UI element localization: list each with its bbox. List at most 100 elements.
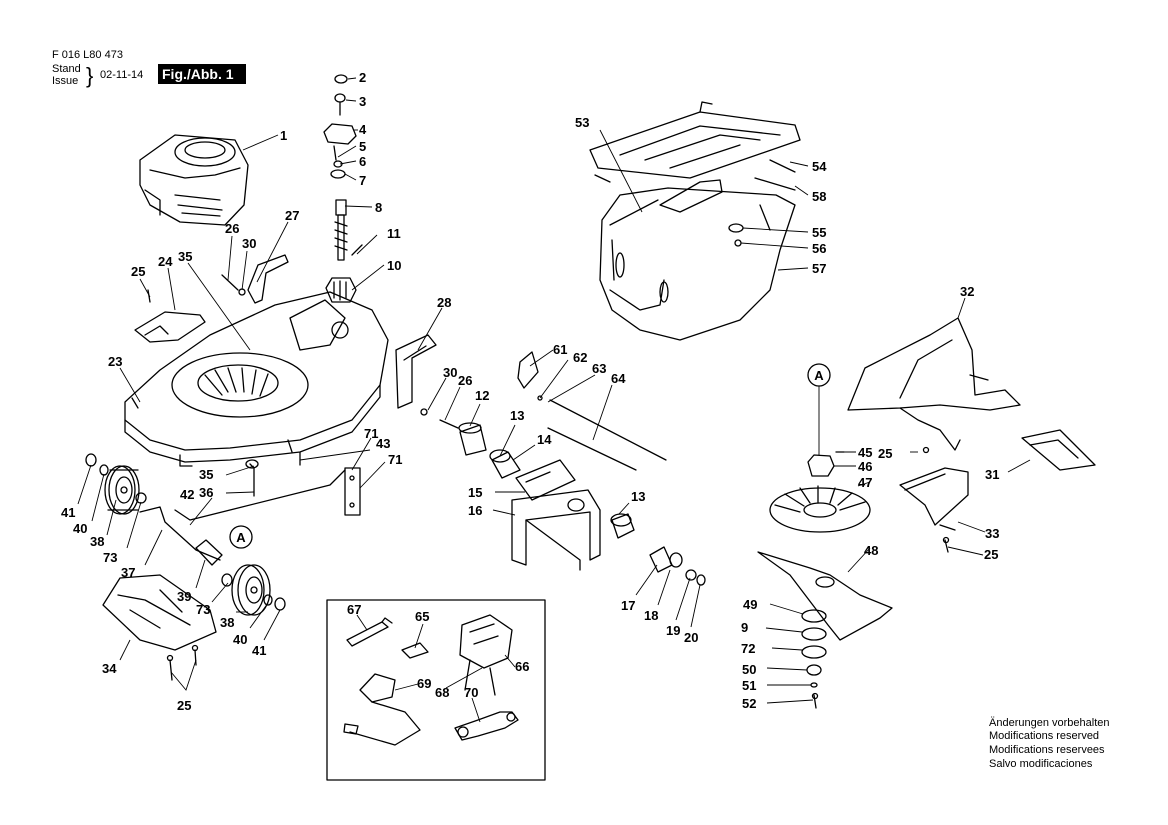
callout-71-bottom: 71: [388, 452, 402, 467]
footer-line-fr: Modifications reservees: [989, 744, 1105, 756]
callout-45: 45: [858, 445, 872, 460]
callout-19: 19: [666, 623, 680, 638]
callout-25-left-top: 25: [131, 264, 145, 279]
mulch-plug-wedge: [1021, 429, 1096, 471]
callout-53: 53: [575, 115, 589, 130]
callout-54: 54: [812, 159, 827, 174]
callout-32: 32: [960, 284, 974, 299]
callout-26-top: 26: [225, 221, 239, 236]
brace-glyph: }: [86, 63, 93, 88]
callout-8: 8: [375, 200, 382, 215]
footer-line-de: Änderungen vorbehalten: [989, 717, 1109, 729]
callout-67: 67: [347, 602, 361, 617]
mower-deck-drawing: [124, 291, 389, 467]
callout-69: 69: [417, 676, 431, 691]
front-wheel-right: [221, 564, 286, 616]
callout-65: 65: [415, 609, 429, 624]
callout-30-mid: 30: [443, 365, 457, 380]
callout-12: 12: [475, 388, 489, 403]
callout-17: 17: [621, 598, 635, 613]
callout-51: 51: [742, 678, 756, 693]
marker-a-left-label: A: [236, 530, 246, 545]
callout-35-top: 35: [178, 249, 192, 264]
callout-48: 48: [864, 543, 878, 558]
callout-64: 64: [611, 371, 626, 386]
axle-rods-and-brackets: [139, 451, 361, 566]
callout-23: 23: [108, 354, 122, 369]
callout-27: 27: [285, 208, 299, 223]
front-skid-plate: [102, 574, 217, 681]
callout-49: 49: [743, 597, 757, 612]
callout-37: 37: [121, 565, 135, 580]
callout-47: 47: [858, 475, 872, 490]
doc-number: F 016 L80 473: [52, 49, 123, 61]
callout-31: 31: [985, 467, 999, 482]
footer-line-en: Modifications reserved: [989, 730, 1099, 742]
callout-58: 58: [812, 189, 826, 204]
callout-26-mid: 26: [458, 373, 472, 388]
callout-18: 18: [644, 608, 658, 623]
callout-73-left: 73: [103, 550, 117, 565]
callout-42: 42: [180, 487, 194, 502]
callout-14: 14: [537, 432, 552, 447]
callout-6: 6: [359, 154, 366, 169]
callout-2: 2: [359, 70, 366, 85]
callout-39: 39: [177, 589, 191, 604]
callout-35-mid: 35: [199, 467, 213, 482]
callout-41-right: 41: [252, 643, 266, 658]
callout-46: 46: [858, 459, 872, 474]
callout-43: 43: [376, 436, 390, 451]
header-block: F 016 L80 473 Stand Issue } 02-11-14 Fig…: [52, 49, 246, 88]
callout-5: 5: [359, 139, 366, 154]
callout-13-top: 13: [510, 408, 524, 423]
rear-axle-bracket: [395, 334, 459, 429]
callout-numbers: 1 2 3 4 5 6 7 8 9 10 11 12 13 13 14 15 1…: [61, 70, 999, 713]
callout-55: 55: [812, 225, 826, 240]
figure-label: Fig./Abb. 1: [162, 66, 234, 82]
callout-40-right: 40: [233, 632, 247, 647]
callout-68: 68: [435, 685, 449, 700]
callout-63: 63: [592, 361, 606, 376]
callout-9: 9: [741, 620, 748, 635]
callout-30-top: 30: [242, 236, 256, 251]
callout-25-right-mid: 25: [878, 446, 892, 461]
rear-axle-assembly: [458, 351, 706, 586]
callout-24: 24: [158, 254, 173, 269]
engine-drawing: [139, 134, 249, 226]
callout-73-right: 73: [196, 602, 210, 617]
callout-34: 34: [102, 661, 117, 676]
callout-10: 10: [387, 258, 401, 273]
callout-25-right-low: 25: [984, 547, 998, 562]
stand-label: Stand: [52, 63, 81, 75]
callout-15: 15: [468, 485, 482, 500]
issue-label: Issue: [52, 75, 78, 87]
callout-36: 36: [199, 485, 213, 500]
callout-62: 62: [573, 350, 587, 365]
callout-25-bottom: 25: [177, 698, 191, 713]
footer-notes: Änderungen vorbehalten Modifications res…: [989, 717, 1109, 770]
footer-line-es: Salvo modificaciones: [989, 758, 1093, 770]
callout-13-right: 13: [631, 489, 645, 504]
callout-1: 1: [280, 128, 287, 143]
callout-11: 11: [387, 226, 401, 241]
callout-70: 70: [464, 685, 478, 700]
leader-lines: [77, 77, 1031, 723]
callout-38-right: 38: [220, 615, 234, 630]
callout-33: 33: [985, 526, 999, 541]
callout-57: 57: [812, 261, 826, 276]
callout-72: 72: [741, 641, 755, 656]
side-discharge-cover: [847, 317, 1021, 451]
callout-7: 7: [359, 173, 366, 188]
callout-3: 3: [359, 94, 366, 109]
callout-38-left: 38: [90, 534, 104, 549]
accessory-box: [326, 599, 546, 781]
marker-a-right-label: A: [814, 368, 824, 383]
front-wheel-left: [85, 453, 147, 515]
callout-71-top: 71: [364, 426, 378, 441]
callout-4: 4: [359, 122, 367, 137]
deflector-bracket: [899, 446, 969, 553]
callout-20: 20: [684, 630, 698, 645]
grass-catcher-drawing: [589, 101, 801, 341]
marker-a-right: A: [807, 363, 831, 455]
callout-28: 28: [437, 295, 451, 310]
